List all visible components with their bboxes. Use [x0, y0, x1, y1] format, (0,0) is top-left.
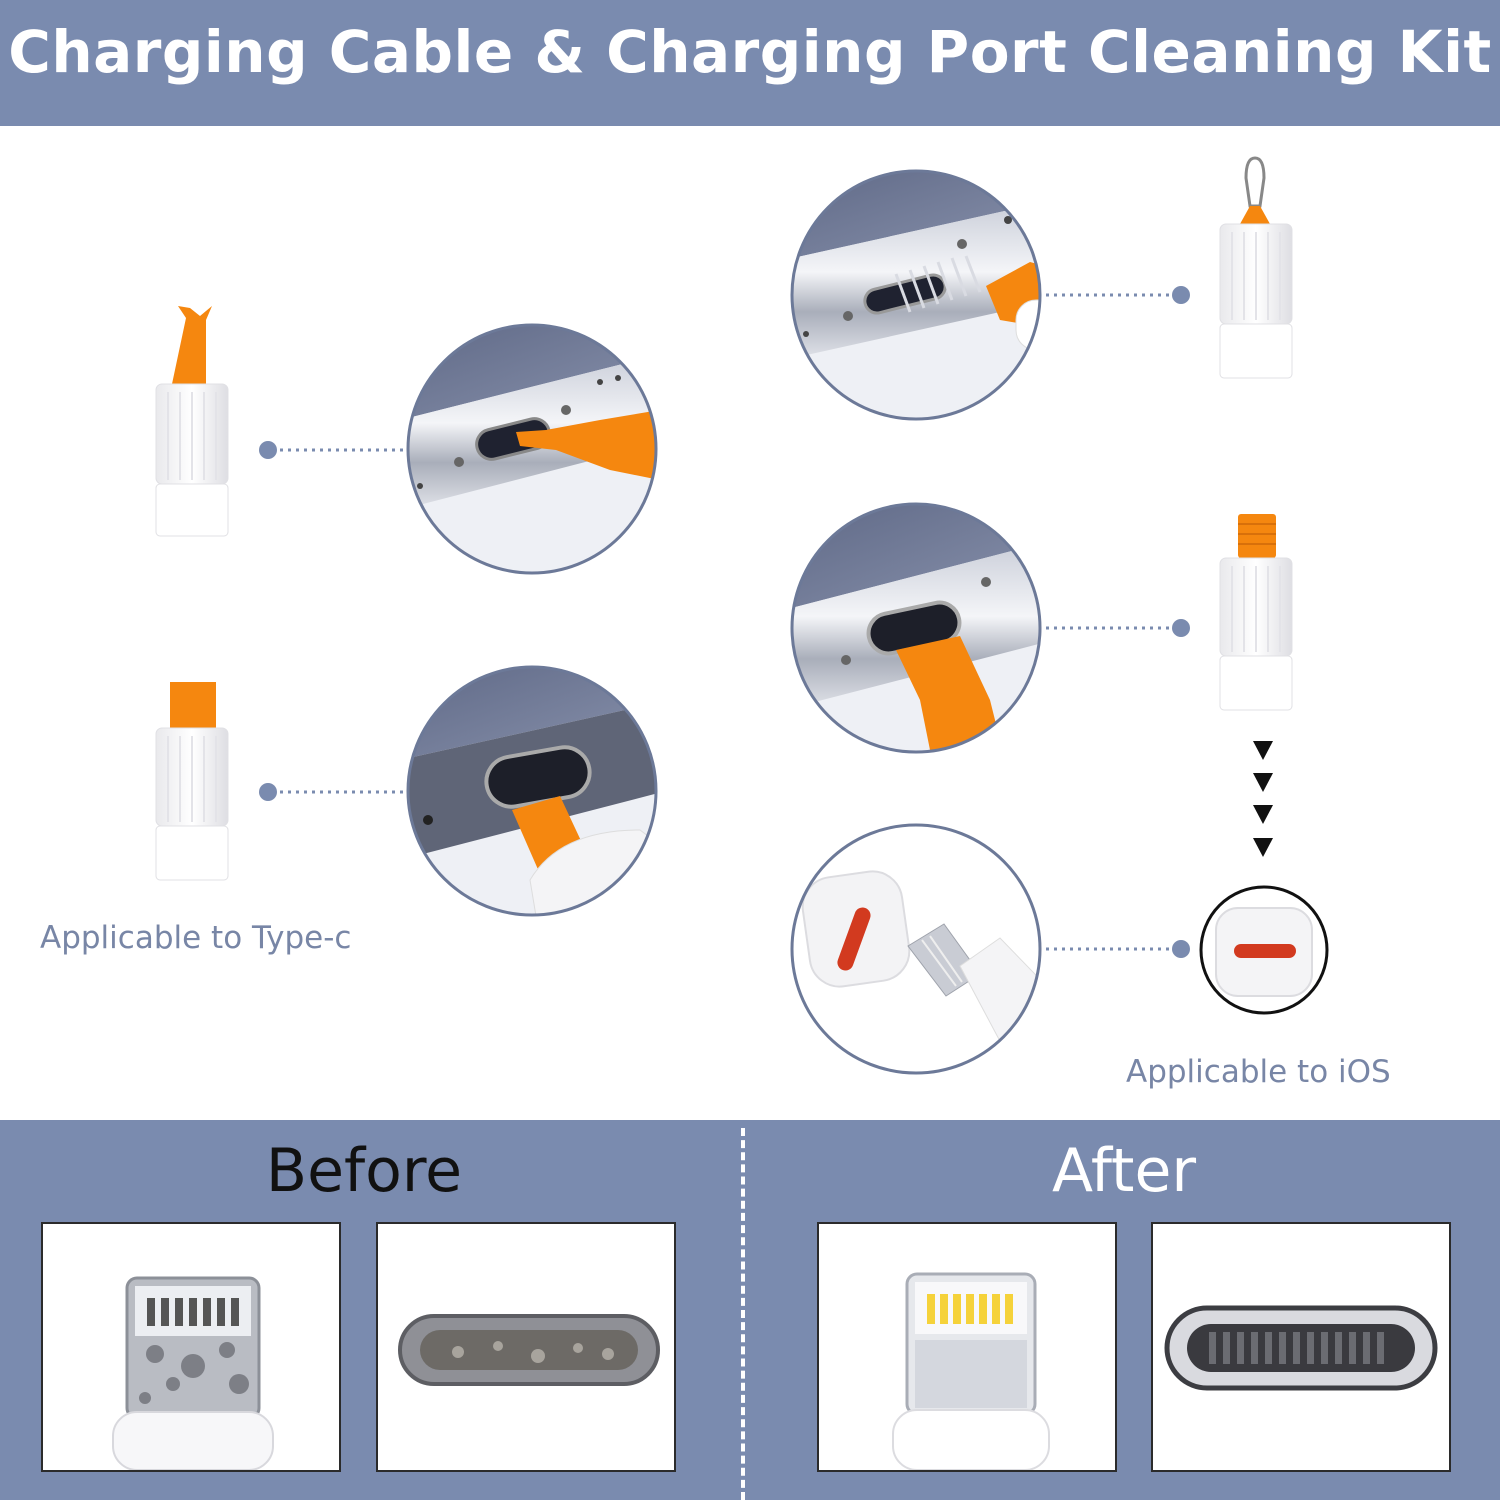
connector-line	[259, 441, 408, 459]
title-banner: Charging Cable & Charging Port Cleaning …	[0, 0, 1500, 126]
lightning-tool-icon	[1219, 514, 1293, 711]
ios-caption: Applicable to iOS	[1126, 1054, 1391, 1090]
connector-line	[1046, 940, 1190, 958]
tools-diagram	[155, 156, 1329, 1075]
connector-line	[1046, 619, 1190, 637]
page-title: Charging Cable & Charging Port Cleaning …	[8, 18, 1492, 86]
connector-line	[259, 783, 408, 801]
down-arrows-icon	[1253, 741, 1273, 857]
before-after-section: Before After	[0, 1120, 1500, 1500]
type-c-caption: Applicable to Type-c	[40, 920, 352, 956]
tools-illustration: Applicable to Type-c Applicable to iOS	[0, 126, 1500, 1120]
brush-tool-icon	[1219, 156, 1293, 379]
after-lightning-photo	[817, 1222, 1117, 1472]
ios-cap-icon	[1199, 885, 1329, 1015]
detail-circle-pick	[406, 323, 658, 575]
after-port-photo	[1151, 1222, 1451, 1472]
before-heading: Before	[265, 1136, 463, 1206]
detail-circle-type-c	[406, 665, 658, 917]
section-divider	[741, 1128, 745, 1500]
detail-circle-brush	[790, 169, 1042, 421]
detail-circle-cap	[790, 823, 1042, 1075]
connector-line	[1046, 286, 1190, 304]
before-port-photo	[376, 1222, 676, 1472]
after-heading: After	[1051, 1136, 1197, 1206]
pick-tool-icon	[155, 306, 229, 537]
detail-circle-lightning	[790, 502, 1042, 754]
type-c-tool-icon	[155, 682, 229, 881]
before-lightning-photo	[41, 1222, 341, 1472]
